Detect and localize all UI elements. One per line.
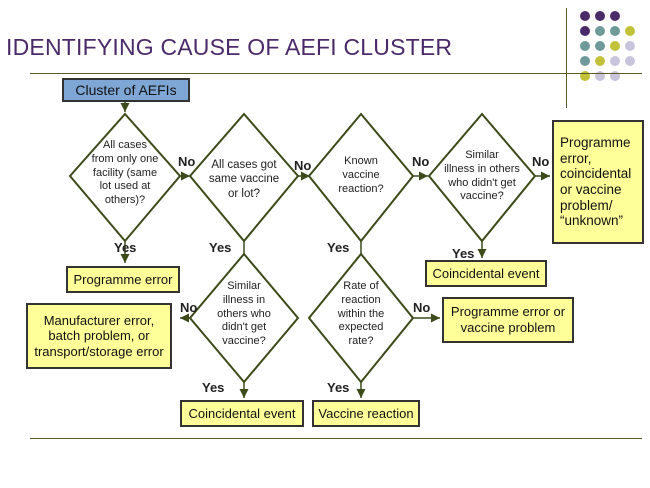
decorative-dot [580, 26, 590, 36]
label-no-q4: No [532, 154, 550, 169]
outcome-programme-error-or-vaccine-problem: Programme error or vaccine problem [442, 297, 574, 343]
q6-text: Rate of reaction within the expected rat… [321, 280, 401, 349]
label-yes-q5: Yes [202, 380, 225, 395]
manufacturer-line-1: Manufacturer error, [43, 312, 155, 328]
label-yes-q2: Yes [209, 240, 232, 255]
q4-line-3: who didn't get [448, 176, 516, 189]
pevp-line-2: vaccine problem [460, 320, 556, 335]
q2-line-3: or lot? [228, 187, 260, 200]
title-vertical-rule [566, 8, 567, 108]
outcome-final-unknown: Programme error, coincidental or vaccine… [552, 120, 644, 244]
final-line-5: problem/ [560, 197, 613, 213]
final-line-3: coincidental [560, 166, 632, 182]
q4-line-2: illness in others [444, 162, 520, 175]
q6-line-4: expected [338, 321, 384, 334]
label-yes-q3: Yes [327, 240, 350, 255]
q6-line-1: Rate of [343, 280, 379, 292]
decision-diamond-single-facility [68, 112, 182, 243]
q3-line-2: vaccine [342, 168, 380, 181]
final-line-4: or vaccine [560, 182, 622, 197]
decision-diamond-similar-illness-bottom [188, 252, 300, 384]
outcome-vaccine-reaction: Vaccine reaction [312, 400, 420, 427]
q1-line-3: facility (same [92, 166, 158, 179]
pevp-line-1: Programme error or [450, 304, 566, 320]
footer-rule [30, 438, 642, 439]
decorative-dot [595, 11, 605, 21]
decision-diamond-known-reaction [307, 112, 415, 243]
title-underline [30, 73, 642, 74]
decorative-dot [610, 41, 620, 51]
decorative-dot [595, 41, 605, 51]
label-no-q5: No [180, 300, 198, 315]
q2-text: All cases got same vaccine or lot? [204, 158, 284, 201]
q3-line-3: reaction? [338, 182, 384, 195]
q6-line-5: rate? [348, 335, 374, 347]
q6-line-2: reaction [341, 293, 381, 306]
decorative-dot [610, 56, 620, 66]
q5-line-3: others who [217, 307, 271, 320]
label-no-q3: No [412, 154, 430, 169]
decorative-dot [610, 11, 620, 21]
manufacturer-line-3: transport/storage error [34, 343, 164, 359]
label-yes-q1: Yes [114, 240, 137, 255]
decorative-dot [580, 56, 590, 66]
q5-line-2: illness in [222, 293, 266, 306]
decision-diamond-same-vaccine [188, 112, 300, 243]
decorative-dot [625, 26, 635, 36]
start-box-cluster-of-aefis: Cluster of AEFIs [62, 78, 190, 102]
q5-text: Similar illness in others who didn't get… [204, 280, 284, 349]
q5-line-4: didn't get [221, 321, 267, 334]
outcome-coincidental-event-top: Coincidental event [425, 260, 547, 287]
decorative-dot [580, 11, 590, 21]
outcome-coincidental-event-bottom: Coincidental event [180, 400, 304, 427]
decorative-dot [580, 41, 590, 51]
label-yes-q6: Yes [327, 380, 350, 395]
q3-line-1: Known [344, 155, 378, 167]
q2-line-1: All cases got [211, 159, 277, 171]
q5-line-1: Similar [227, 280, 261, 292]
q4-text: Similar illness in others who didn't get… [442, 149, 522, 204]
decorative-dot [610, 26, 620, 36]
decision-diamond-similar-illness-top [427, 112, 537, 243]
q4-line-1: Similar [465, 149, 499, 161]
final-line-2: error, [560, 150, 592, 166]
q1-line-1: All cases [102, 139, 148, 151]
outcome-programme-error: Programme error [66, 266, 180, 293]
decision-diamond-rate-of-reaction [307, 252, 415, 384]
q1-line-2: from only one [91, 152, 159, 165]
q6-line-3: within the [337, 307, 385, 320]
final-line-6: “unknown” [560, 213, 624, 229]
label-no-q1: No [178, 154, 196, 169]
decorative-dot [625, 41, 635, 51]
q3-text: Known vaccine reaction? [321, 155, 401, 196]
q5-line-5: vaccine? [222, 335, 266, 347]
q1-text: All cases from only one facility (same l… [85, 139, 165, 208]
label-yes-q4: Yes [452, 246, 475, 261]
q4-line-4: vaccine? [460, 190, 504, 203]
decorative-dot [625, 56, 635, 66]
q1-line-4: lot used at [99, 180, 151, 193]
q2-line-2: same vaccine [208, 173, 280, 186]
decorative-dot [595, 26, 605, 36]
page-title: IDENTIFYING CAUSE OF AEFI CLUSTER [6, 34, 453, 60]
manufacturer-line-2: batch problem, or [48, 328, 150, 344]
label-no-q6: No [413, 300, 431, 315]
outcome-manufacturer-error: Manufacturer error, batch problem, or tr… [26, 303, 172, 369]
label-no-q2: No [294, 158, 312, 173]
final-line-1: Programme [560, 135, 631, 151]
decorative-dot [595, 56, 605, 66]
q1-line-5: others)? [104, 194, 146, 206]
